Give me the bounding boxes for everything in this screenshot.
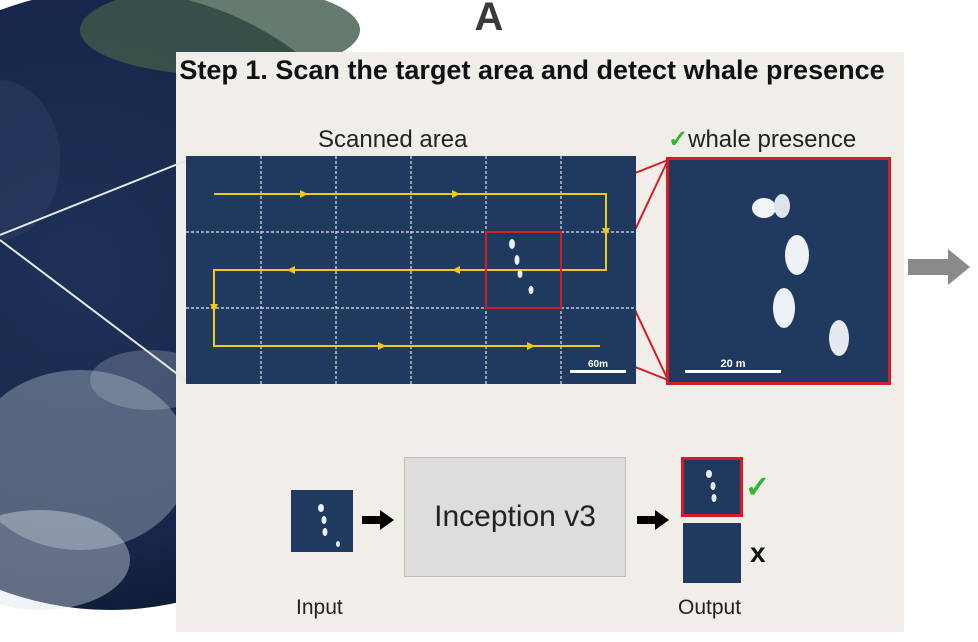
whale-presence-label: whale presence (688, 126, 856, 153)
check-icon: ✓ (668, 126, 688, 153)
scan-scale-label: 60m (588, 359, 608, 370)
zoom-scale-label: 20 m (720, 358, 745, 370)
output-positive-thumbnail (681, 457, 743, 517)
scan-scale-bar (570, 370, 626, 373)
input-to-model-arrow (362, 510, 394, 530)
model-to-output-arrow (637, 510, 669, 530)
input-label: Input (296, 594, 343, 622)
panel-letter: A (0, 0, 978, 42)
model-box: Inception v3 (404, 457, 626, 577)
scanned-area-grid: 60m (186, 156, 636, 384)
whale-zoom-tile: 20 m (666, 157, 891, 385)
step-title: Step 1. Scan the target area and detect … (176, 54, 888, 86)
negative-x-icon: x (750, 537, 766, 569)
input-thumbnail (291, 490, 353, 552)
whale-presence-caption: ✓whale presence (668, 126, 856, 154)
scanned-area-caption: Scanned area (318, 126, 467, 154)
zoom-scale-bar (685, 370, 781, 373)
next-step-arrow (908, 247, 972, 287)
output-label: Output (678, 594, 741, 622)
output-negative-thumbnail (683, 523, 741, 583)
whale-zoom-image: 20 m (669, 160, 888, 382)
positive-check-icon: ✓ (745, 470, 770, 505)
